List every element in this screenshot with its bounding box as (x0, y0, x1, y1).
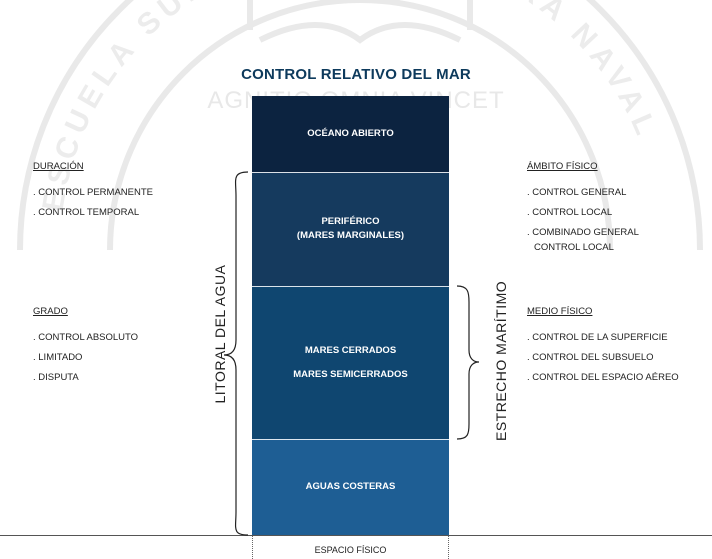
list-item: . CONTROL GENERAL (527, 187, 627, 198)
estrecho-brace (456, 285, 480, 440)
list-item: . CONTROL DE LA SUPERFICIE (527, 332, 668, 343)
ambito-heading: ÁMBITO FÍSICO (527, 161, 598, 172)
block-periferico: PERIFÉRICO (MARES MARGINALES) (252, 172, 449, 286)
grado-section: GRADO . CONTROL ABSOLUTO . LIMITADO . DI… (33, 302, 138, 388)
list-item: . COMBINADO GENERAL (527, 227, 639, 238)
list-item: . CONTROL PERMANENTE (33, 187, 153, 198)
espacio-fisico-label: ESPACIO FÍSICO (314, 545, 387, 555)
litoral-del-agua-label: LITORAL DEL AGUA (212, 264, 228, 404)
list-item: CONTROL LOCAL (534, 242, 614, 253)
grado-heading: GRADO (33, 306, 68, 317)
separator (252, 286, 449, 287)
list-item: . LIMITADO (33, 352, 83, 363)
ambito-fisico-section: ÁMBITO FÍSICO . CONTROL GENERAL . CONTRO… (527, 157, 639, 255)
medio-heading: MEDIO FÍSICO (527, 306, 593, 317)
separator (252, 439, 449, 440)
litoral-brace (223, 171, 249, 536)
block-periferico-label-1: PERIFÉRICO (321, 216, 380, 227)
separator (252, 172, 449, 173)
list-item: . CONTROL DEL SUBSUELO (527, 352, 654, 363)
dotted-line-left (252, 536, 253, 559)
medio-fisico-section: MEDIO FÍSICO . CONTROL DE LA SUPERFICIE … (527, 302, 679, 388)
list-item: . CONTROL LOCAL (527, 207, 613, 218)
list-item: . CONTROL TEMPORAL (33, 207, 140, 218)
dotted-line-right (448, 536, 449, 559)
ground-line (0, 535, 712, 536)
block-semicerrados-label: MARES SEMICERRADOS (293, 368, 408, 380)
list-item: . CONTROL ABSOLUTO (33, 332, 139, 343)
duracion-section: DURACIÓN . CONTROL PERMANENTE . CONTROL … (33, 157, 153, 223)
duracion-heading: DURACIÓN (33, 161, 84, 172)
block-cerrados-label: MARES CERRADOS (304, 344, 397, 356)
list-item: . DISPUTA (33, 372, 79, 383)
block-aguas-costeras: AGUAS COSTERAS (252, 439, 449, 535)
block-mares-cerrados: MARES CERRADOS MARES SEMICERRADOS (252, 286, 449, 439)
diagram-title: CONTROL RELATIVO DEL MAR (241, 66, 471, 83)
block-oceano-abierto: OCÉANO ABIERTO (252, 96, 449, 172)
estrecho-maritimo-label: ESTRECHO MARÍTIMO (493, 280, 509, 441)
block-costeras-label: AGUAS COSTERAS (305, 481, 396, 492)
block-periferico-label-2: (MARES MARGINALES) (296, 230, 405, 241)
block-oceano-label: OCÉANO ABIERTO (307, 128, 394, 139)
list-item: . CONTROL DEL ESPACIO AÉREO (527, 372, 679, 383)
